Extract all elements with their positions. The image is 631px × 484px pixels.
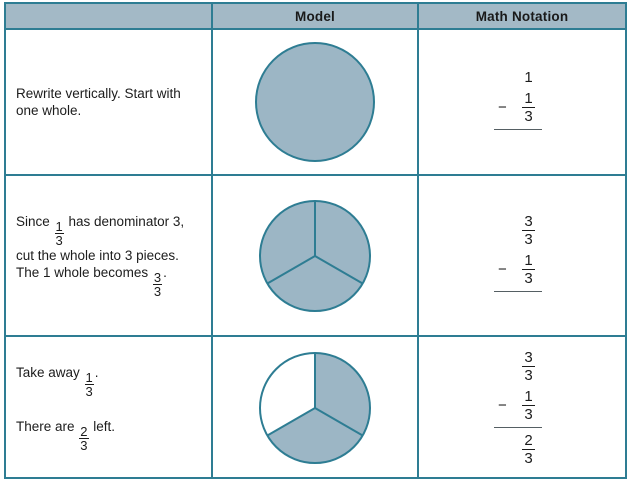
subtrahend-fraction: 1 3 [522, 89, 535, 125]
vertical-subtraction: 3 3 − 1 3 [493, 214, 551, 297]
slice-divider-lower-right [314, 407, 364, 437]
subtrahend-line: − 1 3 [496, 389, 548, 422]
slice-divider-lower-left [266, 407, 316, 437]
prose-segment: Rewrite vertically. Start with one whole… [16, 86, 181, 118]
minuend-line: 3 3 [496, 214, 548, 247]
circle-model-two-thirds [259, 352, 371, 464]
difference-fraction: 2 3 [522, 432, 535, 467]
math-notation-cell: 3 3 − 1 3 [419, 176, 625, 335]
header-cell-steps [6, 4, 213, 28]
subtrahend-line: − 1 3 [496, 253, 548, 286]
minuend-line: 3 3 [496, 350, 548, 383]
header-cell-math-notation: Math Notation [475, 8, 569, 24]
vertical-subtraction: 3 3 − 1 3 2 3 [493, 350, 551, 466]
table-row: Rewrite vertically. Start with one whole… [6, 30, 625, 176]
prose-segment: Since [16, 213, 54, 229]
circle-model-one-whole [255, 42, 375, 162]
subtraction-rule [493, 291, 542, 292]
model-cell [213, 30, 419, 174]
model-cell [213, 176, 419, 335]
minus-operator: − [498, 98, 507, 116]
minuend-fraction: 3 3 [522, 213, 535, 248]
filled-slice-bottom [267, 408, 363, 463]
difference-line: 2 3 [496, 433, 548, 466]
vertical-subtraction: 1 − 1 3 [493, 70, 551, 135]
model-cell [213, 337, 419, 479]
prose-segment: has denominator 3, cut the whole into 3 … [16, 213, 185, 280]
subtrahend-fraction: 1 3 [522, 252, 535, 287]
slice-divider-lower-right [314, 254, 364, 284]
prose-segment: There are [16, 419, 79, 434]
table-header-row: Model Math Notation [6, 2, 625, 30]
step-description-cell: Rewrite vertically. Start with one whole… [6, 30, 213, 174]
fraction-subtraction-table: Model Math Notation Rewrite vertically. … [4, 2, 627, 479]
prose-segment: Take away [16, 364, 84, 380]
minuend-fraction: 3 3 [522, 349, 535, 384]
prose-segment: . [163, 265, 167, 280]
minus-operator: − [498, 397, 507, 414]
minus-operator: − [498, 261, 507, 278]
slice-divider-lower-left [266, 254, 316, 284]
subtraction-rule [493, 427, 542, 428]
math-notation-cell: 3 3 − 1 3 2 3 [419, 337, 625, 479]
subtrahend-fraction: 1 3 [522, 388, 535, 423]
math-notation-cell: 1 − 1 3 [419, 30, 625, 174]
circle-model-three-thirds [259, 199, 371, 312]
minuend-line: 1 [496, 70, 548, 85]
prose-segment: left. [89, 419, 116, 434]
subtrahend-line: − 1 3 [496, 91, 548, 124]
header-cell-model: Model [213, 4, 419, 28]
whole-circle-shape [255, 42, 375, 162]
subtraction-rule [493, 128, 542, 130]
minuend-whole: 1 [524, 68, 533, 86]
prose-segment: . [94, 364, 99, 380]
step-text: Rewrite vertically. Start with one whole… [16, 85, 203, 119]
